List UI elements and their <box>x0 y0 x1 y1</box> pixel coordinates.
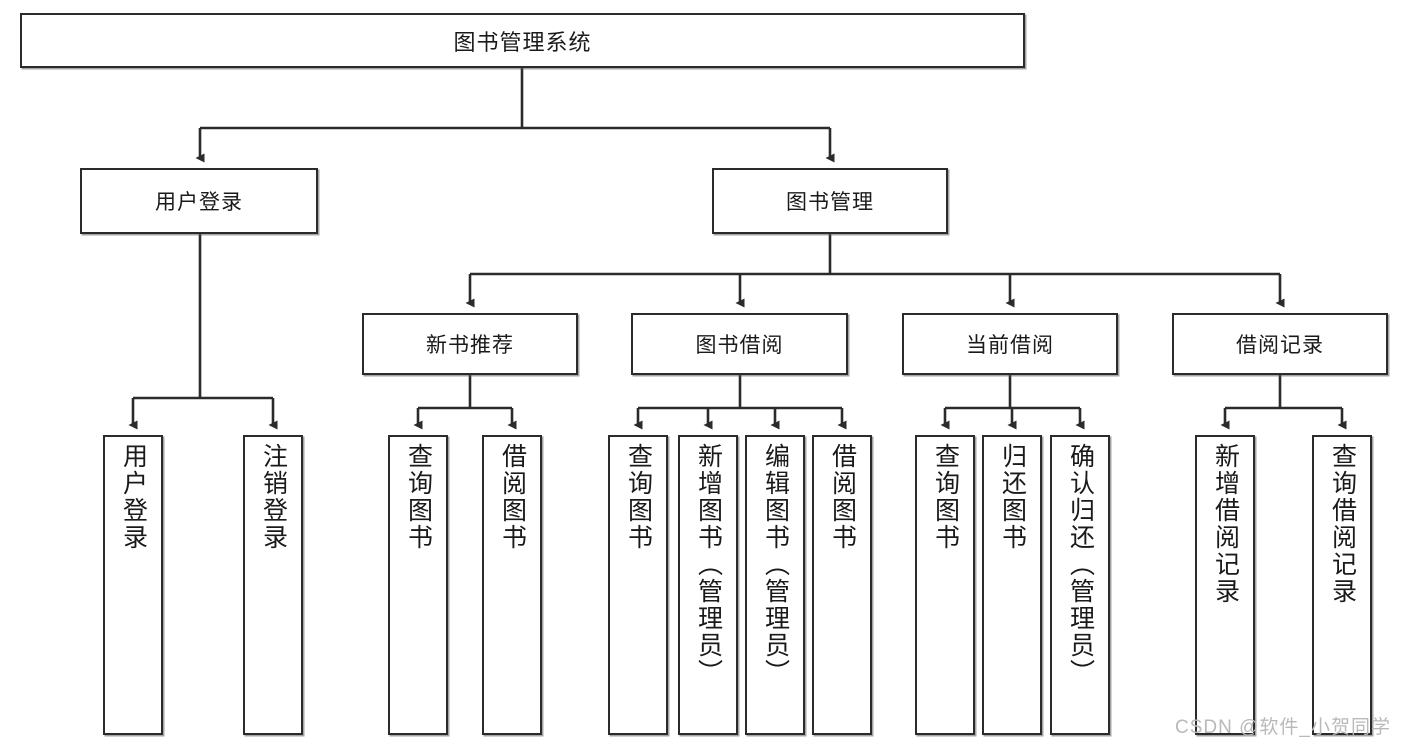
leaf-edit-book[interactable]: 编辑图书（管理员） <box>745 435 805 735</box>
node-label: 新增图书（管理员） <box>694 443 723 686</box>
node-label: 查询借阅记录 <box>1328 443 1357 605</box>
node-label: 编辑图书（管理员） <box>761 443 790 686</box>
node-label: 归还图书 <box>998 443 1027 551</box>
node-label: 用户登录 <box>155 191 243 214</box>
node-label: 查询图书 <box>931 443 960 551</box>
leaf-query-book-1[interactable]: 查询图书 <box>388 435 448 735</box>
node-label: 新增借阅记录 <box>1211 443 1240 605</box>
node-label: 借阅图书 <box>498 443 527 551</box>
node-new-book-rec[interactable]: 新书推荐 <box>362 313 578 375</box>
leaf-return-book[interactable]: 归还图书 <box>982 435 1042 735</box>
node-label: 图书管理 <box>786 191 874 214</box>
node-user-login[interactable]: 用户登录 <box>80 168 318 234</box>
node-label: 查询图书 <box>404 443 433 551</box>
leaf-user-login[interactable]: 用户登录 <box>103 435 163 735</box>
node-label: 借阅记录 <box>1236 334 1324 357</box>
node-current-borrow[interactable]: 当前借阅 <box>902 313 1118 375</box>
node-borrow-record[interactable]: 借阅记录 <box>1172 313 1388 375</box>
leaf-add-record[interactable]: 新增借阅记录 <box>1195 435 1255 735</box>
leaf-query-book-3[interactable]: 查询图书 <box>915 435 975 735</box>
node-label: 注销登录 <box>259 443 288 551</box>
leaf-query-record[interactable]: 查询借阅记录 <box>1312 435 1372 735</box>
node-label: 确认归还（管理员） <box>1066 443 1095 686</box>
leaf-confirm-return[interactable]: 确认归还（管理员） <box>1050 435 1110 735</box>
node-label: 图书管理系统 <box>453 29 592 55</box>
node-label: 借阅图书 <box>828 443 857 551</box>
leaf-query-book-2[interactable]: 查询图书 <box>608 435 668 735</box>
leaf-borrow-book-2[interactable]: 借阅图书 <box>812 435 872 735</box>
node-book-manage[interactable]: 图书管理 <box>712 168 948 234</box>
node-label: 查询图书 <box>624 443 653 551</box>
leaf-logout[interactable]: 注销登录 <box>243 435 303 735</box>
node-book-borrow[interactable]: 图书借阅 <box>631 313 848 375</box>
node-label: 图书借阅 <box>695 334 784 357</box>
leaf-add-book[interactable]: 新增图书（管理员） <box>678 435 738 735</box>
node-label: 新书推荐 <box>426 334 514 357</box>
node-label: 用户登录 <box>119 443 148 551</box>
leaf-borrow-book-1[interactable]: 借阅图书 <box>482 435 542 735</box>
node-root-system[interactable]: 图书管理系统 <box>20 13 1025 68</box>
node-label: 当前借阅 <box>966 334 1054 357</box>
